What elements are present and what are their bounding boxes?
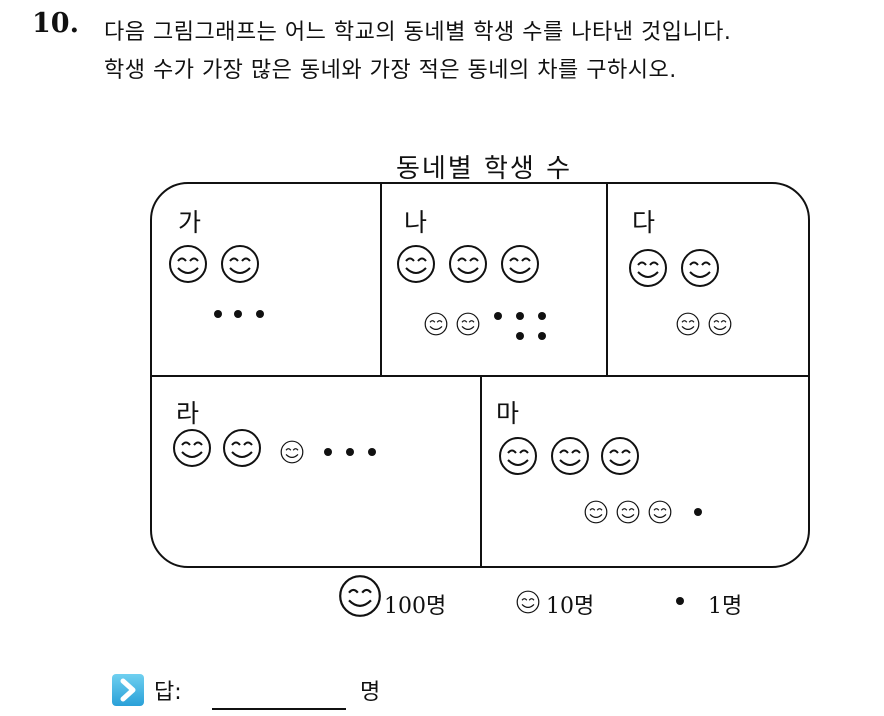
ten-smiley-icon <box>280 440 304 464</box>
hundred-smiley-icon <box>600 436 640 476</box>
one-dot <box>256 310 264 318</box>
chart-title: 동네별 학생 수 <box>395 154 573 184</box>
hundred-smiley-icon <box>680 248 720 288</box>
divider-top-1 <box>380 183 382 376</box>
legend-one-label: 1명 <box>708 594 743 619</box>
ten-smiley-icon <box>516 590 540 614</box>
neighborhood-label: 다 <box>632 208 656 237</box>
hundred-smiley-icon <box>172 428 212 468</box>
hundred-smiley-icon <box>500 244 540 284</box>
one-dot <box>516 332 524 340</box>
one-dot <box>538 332 546 340</box>
answer-input[interactable] <box>212 708 346 710</box>
answer-unit: 명 <box>360 680 381 705</box>
one-dot <box>234 310 242 318</box>
neighborhood-label: 마 <box>496 399 520 428</box>
one-dot <box>214 310 222 318</box>
hundred-smiley-icon <box>168 244 208 284</box>
hundred-smiley-icon <box>220 244 260 284</box>
legend-hundred-label: 100명 <box>384 594 447 619</box>
ten-smiley-icon <box>648 500 672 524</box>
ten-smiley-icon <box>424 312 448 336</box>
hundred-smiley-icon <box>338 574 382 618</box>
ten-smiley-icon <box>584 500 608 524</box>
ten-smiley-icon <box>708 312 732 336</box>
divider-bottom <box>480 376 482 567</box>
one-dot <box>494 312 502 320</box>
one-dot <box>676 597 684 605</box>
neighborhood-label: 라 <box>176 399 200 428</box>
chevron-right-icon <box>112 674 144 706</box>
one-dot <box>538 312 546 320</box>
hundred-smiley-icon <box>628 248 668 288</box>
neighborhood-label: 나 <box>404 208 428 237</box>
one-dot <box>368 448 376 456</box>
hundred-smiley-icon <box>396 244 436 284</box>
answer-label: 답: <box>154 680 182 705</box>
question-number: 10. <box>32 8 79 39</box>
question-text-line-2: 학생 수가 가장 많은 동네와 가장 적은 동네의 차를 구하시오. <box>104 58 677 83</box>
one-dot <box>324 448 332 456</box>
one-dot <box>346 448 354 456</box>
one-dot <box>694 508 702 516</box>
divider-top-2 <box>606 183 608 376</box>
one-dot <box>516 312 524 320</box>
hundred-smiley-icon <box>498 436 538 476</box>
ten-smiley-icon <box>456 312 480 336</box>
hundred-smiley-icon <box>550 436 590 476</box>
ten-smiley-icon <box>676 312 700 336</box>
legend-ten-label: 10명 <box>546 594 595 619</box>
hundred-smiley-icon <box>448 244 488 284</box>
neighborhood-label: 가 <box>178 208 202 237</box>
ten-smiley-icon <box>616 500 640 524</box>
hundred-smiley-icon <box>222 428 262 468</box>
question-text-line-1: 다음 그림그래프는 어느 학교의 동네별 학생 수를 나타낸 것입니다. <box>104 20 732 45</box>
